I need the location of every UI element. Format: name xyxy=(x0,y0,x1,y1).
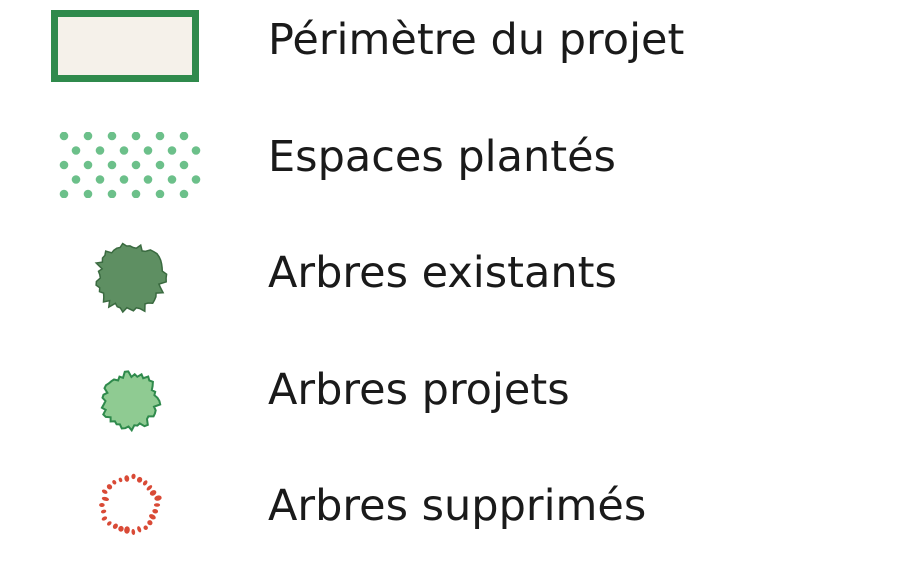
project-tree-icon xyxy=(100,370,162,433)
legend-label-espaces-plantes: Espaces plantés xyxy=(268,132,616,182)
legend-label-arbres-supprimes: Arbres supprimés xyxy=(268,481,647,531)
legend-item-arbres-projets: Arbres projets xyxy=(0,348,916,448)
legend-item-perimetre: Périmètre du projet xyxy=(0,0,916,100)
dot-pattern-icon xyxy=(59,132,201,198)
legend-item-espaces-plantes: Espaces plantés xyxy=(0,116,916,216)
legend-item-arbres-existants: Arbres existants xyxy=(0,232,916,332)
perimeter-swatch xyxy=(51,10,199,82)
legend-label-arbres-projets: Arbres projets xyxy=(268,365,570,415)
removed-tree-icon xyxy=(99,473,162,535)
legend-label-perimetre: Périmètre du projet xyxy=(268,15,685,65)
existing-tree-icon xyxy=(94,242,168,314)
legend-label-arbres-existants: Arbres existants xyxy=(268,248,617,298)
legend-item-arbres-supprimes: Arbres supprimés xyxy=(0,464,916,564)
